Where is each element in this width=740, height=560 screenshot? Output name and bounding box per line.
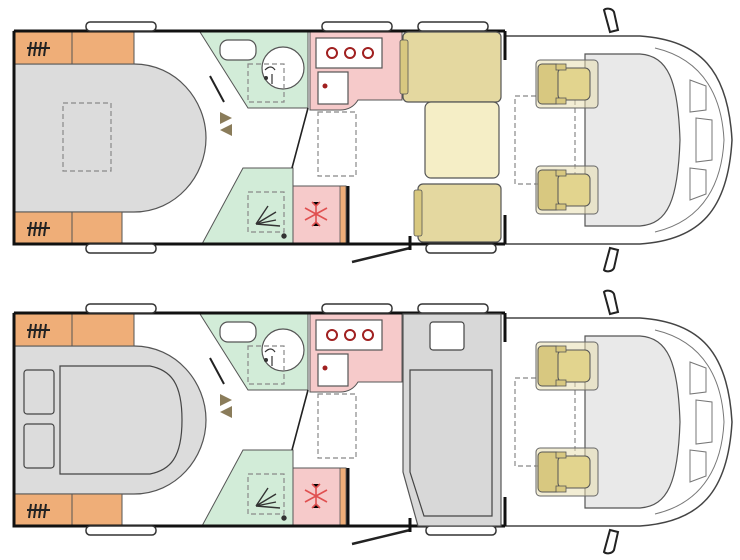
bed-storage-hatch [62,102,112,172]
rear-bed [13,63,207,213]
dinette-table [424,101,500,179]
dinette-bed [402,313,502,527]
cab-seat-driver [535,341,599,391]
rear-bed [13,345,207,495]
dinette [399,31,502,243]
cab-seat-passenger [535,165,599,215]
pillow [429,321,465,351]
floorplan-night [13,289,733,555]
cab-seat-passenger [535,447,599,497]
pillow [23,423,55,469]
duvet [59,365,183,475]
pillow [23,369,55,415]
cab-seat-driver [535,59,599,109]
floorplan-day [13,7,733,273]
duvet [409,369,493,517]
